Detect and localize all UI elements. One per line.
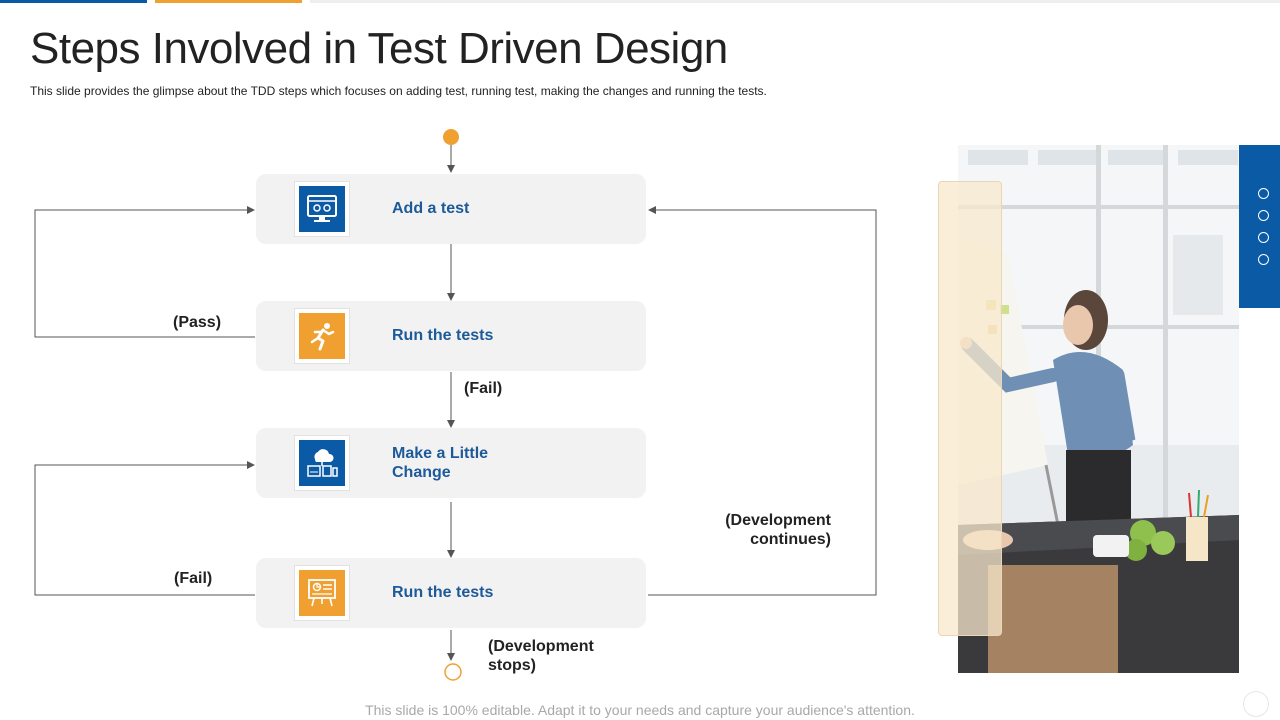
pass-label: (Pass): [173, 313, 221, 332]
label-line: (Development: [488, 637, 594, 656]
step-icon-frame: [294, 181, 350, 237]
label-line: (Development: [700, 511, 831, 530]
step-add-test: Add a test: [256, 174, 646, 244]
nav-dot[interactable]: [1258, 188, 1269, 199]
step-label: Run the tests: [392, 558, 493, 628]
cloud-devices-icon: [299, 440, 345, 486]
step-run-tests-final: Run the tests: [256, 558, 646, 628]
nav-dot[interactable]: [1258, 254, 1269, 265]
running-man-icon: [299, 313, 345, 359]
fail-label: (Fail): [174, 569, 212, 588]
footer-note: This slide is 100% editable. Adapt it to…: [0, 702, 1280, 718]
label-line: continues): [700, 530, 831, 549]
end-node: [445, 664, 461, 680]
step-label: Add a test: [392, 174, 469, 244]
nav-dot[interactable]: [1258, 210, 1269, 221]
fail-label: (Fail): [464, 379, 502, 398]
step-icon-frame: [294, 308, 350, 364]
step-run-tests: Run the tests: [256, 301, 646, 371]
label-line: stops): [488, 656, 594, 675]
step-label-multiline: Make a Little Change: [392, 428, 488, 498]
step-label-line: Make a Little: [392, 444, 488, 463]
computer-icon: [299, 186, 345, 232]
step-label: Run the tests: [392, 301, 493, 371]
step-icon-frame: [294, 435, 350, 491]
development-continues-label: (Development continues): [700, 511, 831, 549]
start-node: [443, 129, 459, 145]
photo-accent-frame: [938, 181, 1002, 636]
nav-dot[interactable]: [1258, 232, 1269, 243]
step-label-line: Change: [392, 463, 488, 482]
development-stops-label: (Development stops): [488, 637, 594, 675]
side-navigation-tab[interactable]: [1239, 145, 1280, 308]
step-icon-frame: [294, 565, 350, 621]
step-make-change: Make a Little Change: [256, 428, 646, 498]
presentation-board-icon: [299, 570, 345, 616]
corner-circle: [1243, 691, 1269, 717]
